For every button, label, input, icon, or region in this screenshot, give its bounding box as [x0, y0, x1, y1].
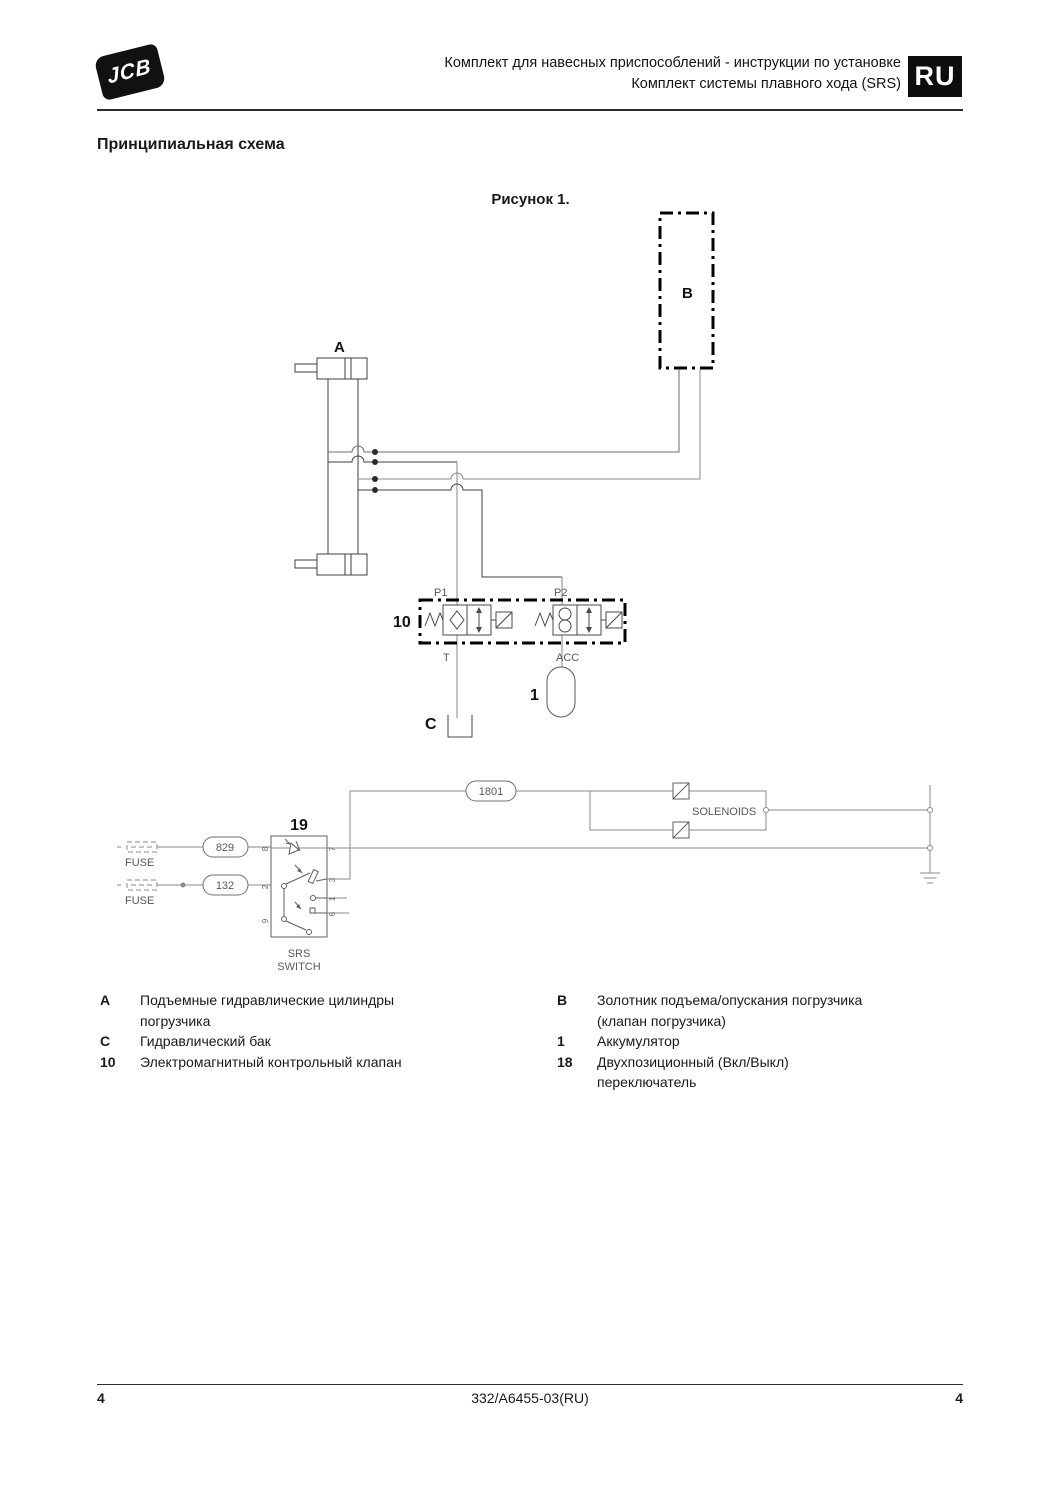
- hydraulic-lines: [328, 369, 701, 718]
- pin-8-label: 8: [261, 846, 270, 851]
- page-footer: 4 332/A6455-03(RU) 4: [97, 1384, 963, 1406]
- legend-item-b: B Золотник подъема/опускания погрузчика …: [557, 990, 977, 1031]
- footer-page-number-right: 4: [955, 1390, 963, 1406]
- pin-7-label: 7: [328, 846, 337, 851]
- pin-1-label: 1: [328, 896, 337, 901]
- language-badge: RU: [908, 56, 962, 97]
- srs-switch-caption-line2: SWITCH: [277, 961, 320, 973]
- legend-text: Электромагнитный контрольный клапан: [140, 1053, 402, 1070]
- lift-cylinder-bottom: [294, 553, 368, 576]
- accumulator-label: 1: [530, 687, 539, 704]
- legend-text: Подъемные гидравлические цилиндры погруз…: [140, 992, 395, 1029]
- solenoid-coil-bottom-icon: [672, 821, 690, 839]
- footer-doc-number: 332/A6455-03(RU): [471, 1390, 589, 1406]
- valve-cartridge-p1: [424, 604, 513, 636]
- legend-item-18: 18 Двухпозиционный (Вкл/Выкл) переключат…: [557, 1052, 977, 1093]
- cylinder-feed-lines: [327, 379, 359, 554]
- port-t-label: T: [443, 652, 450, 664]
- legend-text: Двухпозиционный (Вкл/Выкл) переключатель: [597, 1053, 789, 1091]
- pin-9-label: 9: [261, 918, 270, 923]
- pin-3-label: 3: [328, 877, 337, 882]
- legend-key: 10: [100, 1053, 116, 1070]
- tank-label: C: [425, 716, 437, 733]
- control-valve-label: 10: [393, 614, 411, 631]
- legend-item-c: C Гидравлический бак: [100, 1031, 560, 1052]
- fuse-bottom-label: FUSE: [125, 895, 154, 907]
- pin-6-label: 6: [328, 911, 337, 916]
- loader-valve-label: B: [682, 285, 693, 302]
- valve-cartridge-p2: [534, 604, 623, 636]
- wire-829-label: 829: [216, 842, 234, 854]
- legend-left-column: A Подъемные гидравлические цилиндры погр…: [100, 990, 560, 1072]
- solenoid-coil-top-icon: [672, 782, 690, 800]
- lift-cylinder-top: [294, 357, 368, 380]
- switch-label: 19: [290, 817, 308, 834]
- legend-text: Аккумулятор: [597, 1033, 680, 1049]
- header-title-line2: Комплект системы плавного хода (SRS): [631, 75, 901, 92]
- legend-right-column: B Золотник подъема/опускания погрузчика …: [557, 990, 977, 1093]
- legend-key: A: [100, 992, 111, 1008]
- legend-item-1: 1 Аккумулятор: [557, 1031, 977, 1052]
- port-acc-label: ACC: [556, 652, 579, 664]
- accumulator: 1: [530, 666, 576, 718]
- legend-text: Гидравлический бак: [140, 1033, 271, 1049]
- figure-caption: Рисунок 1.: [491, 191, 570, 208]
- header-title-line1: Комплект для навесных приспособлений - и…: [444, 55, 901, 71]
- legend-item-a: A Подъемные гидравлические цилиндры погр…: [100, 990, 560, 1031]
- pin-2-label: 2: [261, 884, 270, 889]
- solenoids-label: SOLENOIDS: [692, 806, 756, 818]
- electrical-circuit: [117, 780, 940, 938]
- footer-page-number-left: 4: [97, 1390, 105, 1406]
- wire-132-label: 132: [216, 880, 234, 892]
- cylinders-label: A: [334, 339, 345, 356]
- loader-valve-box: B: [658, 211, 715, 370]
- port-p1-label: P1: [434, 587, 447, 599]
- hydraulic-tank: C: [425, 715, 473, 738]
- indicator-lamp-icon: [284, 838, 301, 855]
- legend-key: B: [557, 992, 568, 1008]
- header-rule: [97, 109, 963, 111]
- wire-1801-label: 1801: [479, 786, 503, 798]
- srs-switch-caption-line1: SRS: [288, 948, 311, 960]
- legend-text: Золотник подъема/опускания погрузчика (к…: [597, 992, 863, 1029]
- legend-item-10: 10 Электромагнитный контрольный клапан: [100, 1052, 560, 1073]
- legend-key: 18: [557, 1053, 573, 1070]
- ground-icon: [920, 785, 940, 884]
- fuse-top-icon: [117, 841, 158, 853]
- control-valve-block: P1 P2 T ACC 10: [393, 587, 627, 664]
- legend-key: C: [100, 1033, 111, 1049]
- fuse-top-label: FUSE: [125, 857, 154, 869]
- section-title: Принципиальная схема: [97, 136, 285, 153]
- header-title: Комплект для навесных приспособлений - и…: [444, 53, 901, 94]
- port-p2-label: P2: [554, 587, 567, 599]
- fuse-bottom-icon: [117, 879, 158, 891]
- switch-pin-numbers: 8 2 9 7 3 1 6: [261, 846, 337, 923]
- legend-key: 1: [557, 1033, 565, 1049]
- srs-switch-block: [270, 835, 328, 938]
